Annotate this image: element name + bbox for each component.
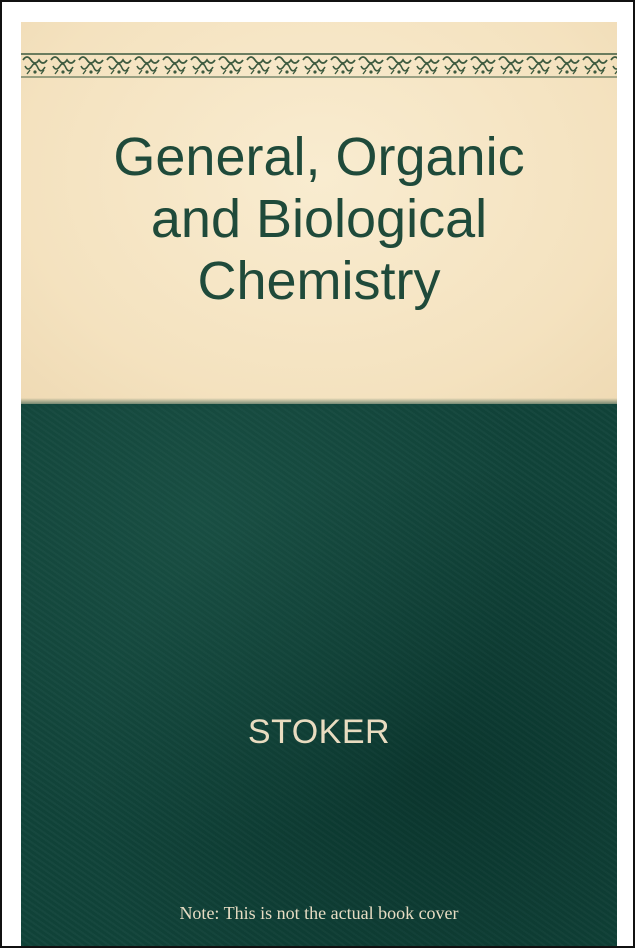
cover-bottom-panel [21,404,617,946]
decorative-border-icon [21,53,617,78]
book-title-line-2: and Biological [150,189,488,249]
cover-disclaimer-note: Note: This is not the actual book cover [179,903,459,923]
panel-divider [21,398,617,410]
book-title-line-1: General, Organic [113,127,525,187]
book-title: General, Organic and Biological Chemistr… [21,126,617,312]
book-cover: General, Organic and Biological Chemistr… [21,22,617,946]
cover-top-panel: General, Organic and Biological Chemistr… [21,22,617,404]
book-author: STOKER [247,713,391,751]
book-title-line-3: Chemistry [197,251,441,311]
